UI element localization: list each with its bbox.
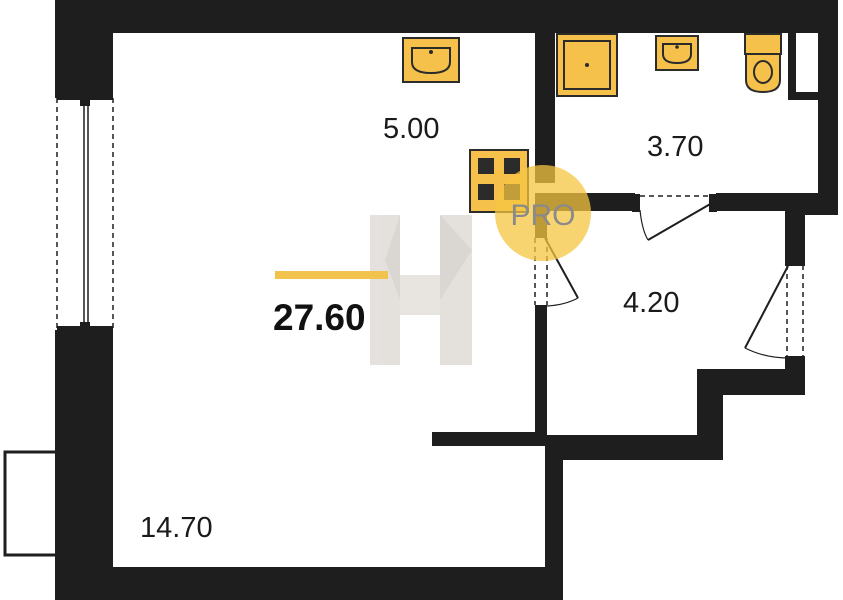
balcony-stub	[3, 450, 55, 557]
entrance-door	[744, 258, 805, 364]
living-room-area-label: 14.70	[140, 512, 213, 544]
wall-right-lower	[785, 213, 805, 263]
wall-bottom-right-step	[545, 435, 723, 460]
wall-top	[55, 0, 838, 33]
shower-icon	[556, 33, 618, 97]
bathroom-sink-icon	[655, 35, 699, 71]
wall-bath-bottom-right	[716, 193, 838, 211]
outer-walls	[55, 0, 838, 600]
wall-bottom-right-vertical	[545, 445, 563, 600]
interior-walls	[432, 33, 838, 446]
window-left	[56, 96, 114, 330]
bathroom-door	[632, 194, 717, 241]
toilet-icon	[744, 33, 782, 94]
wall-left-upper	[55, 0, 113, 98]
wall-kitchen-divider	[432, 432, 547, 446]
wall-hall-left-lower	[535, 310, 547, 445]
hallway-area-label: 4.20	[623, 287, 679, 319]
wall-right-upper	[818, 0, 838, 213]
wall-bath-right-ledge	[788, 92, 818, 100]
pro-badge-label: PRO	[510, 199, 575, 232]
total-area-underline	[275, 271, 388, 279]
wall-bottom	[55, 567, 563, 600]
bathroom-area-label: 3.70	[647, 131, 703, 163]
kitchen-area-label: 5.00	[383, 113, 439, 145]
watermark-logo-icon	[370, 215, 472, 365]
wall-bath-left	[535, 33, 555, 183]
wall-bath-right-post	[788, 33, 796, 98]
wall-left-lower	[55, 330, 113, 600]
bath-niche	[796, 33, 818, 92]
pro-badge: PRO	[495, 165, 591, 261]
wall-right-lower-bottom	[785, 360, 805, 395]
total-area-label: 27.60	[273, 297, 366, 338]
kitchen-sink-icon	[402, 37, 460, 83]
